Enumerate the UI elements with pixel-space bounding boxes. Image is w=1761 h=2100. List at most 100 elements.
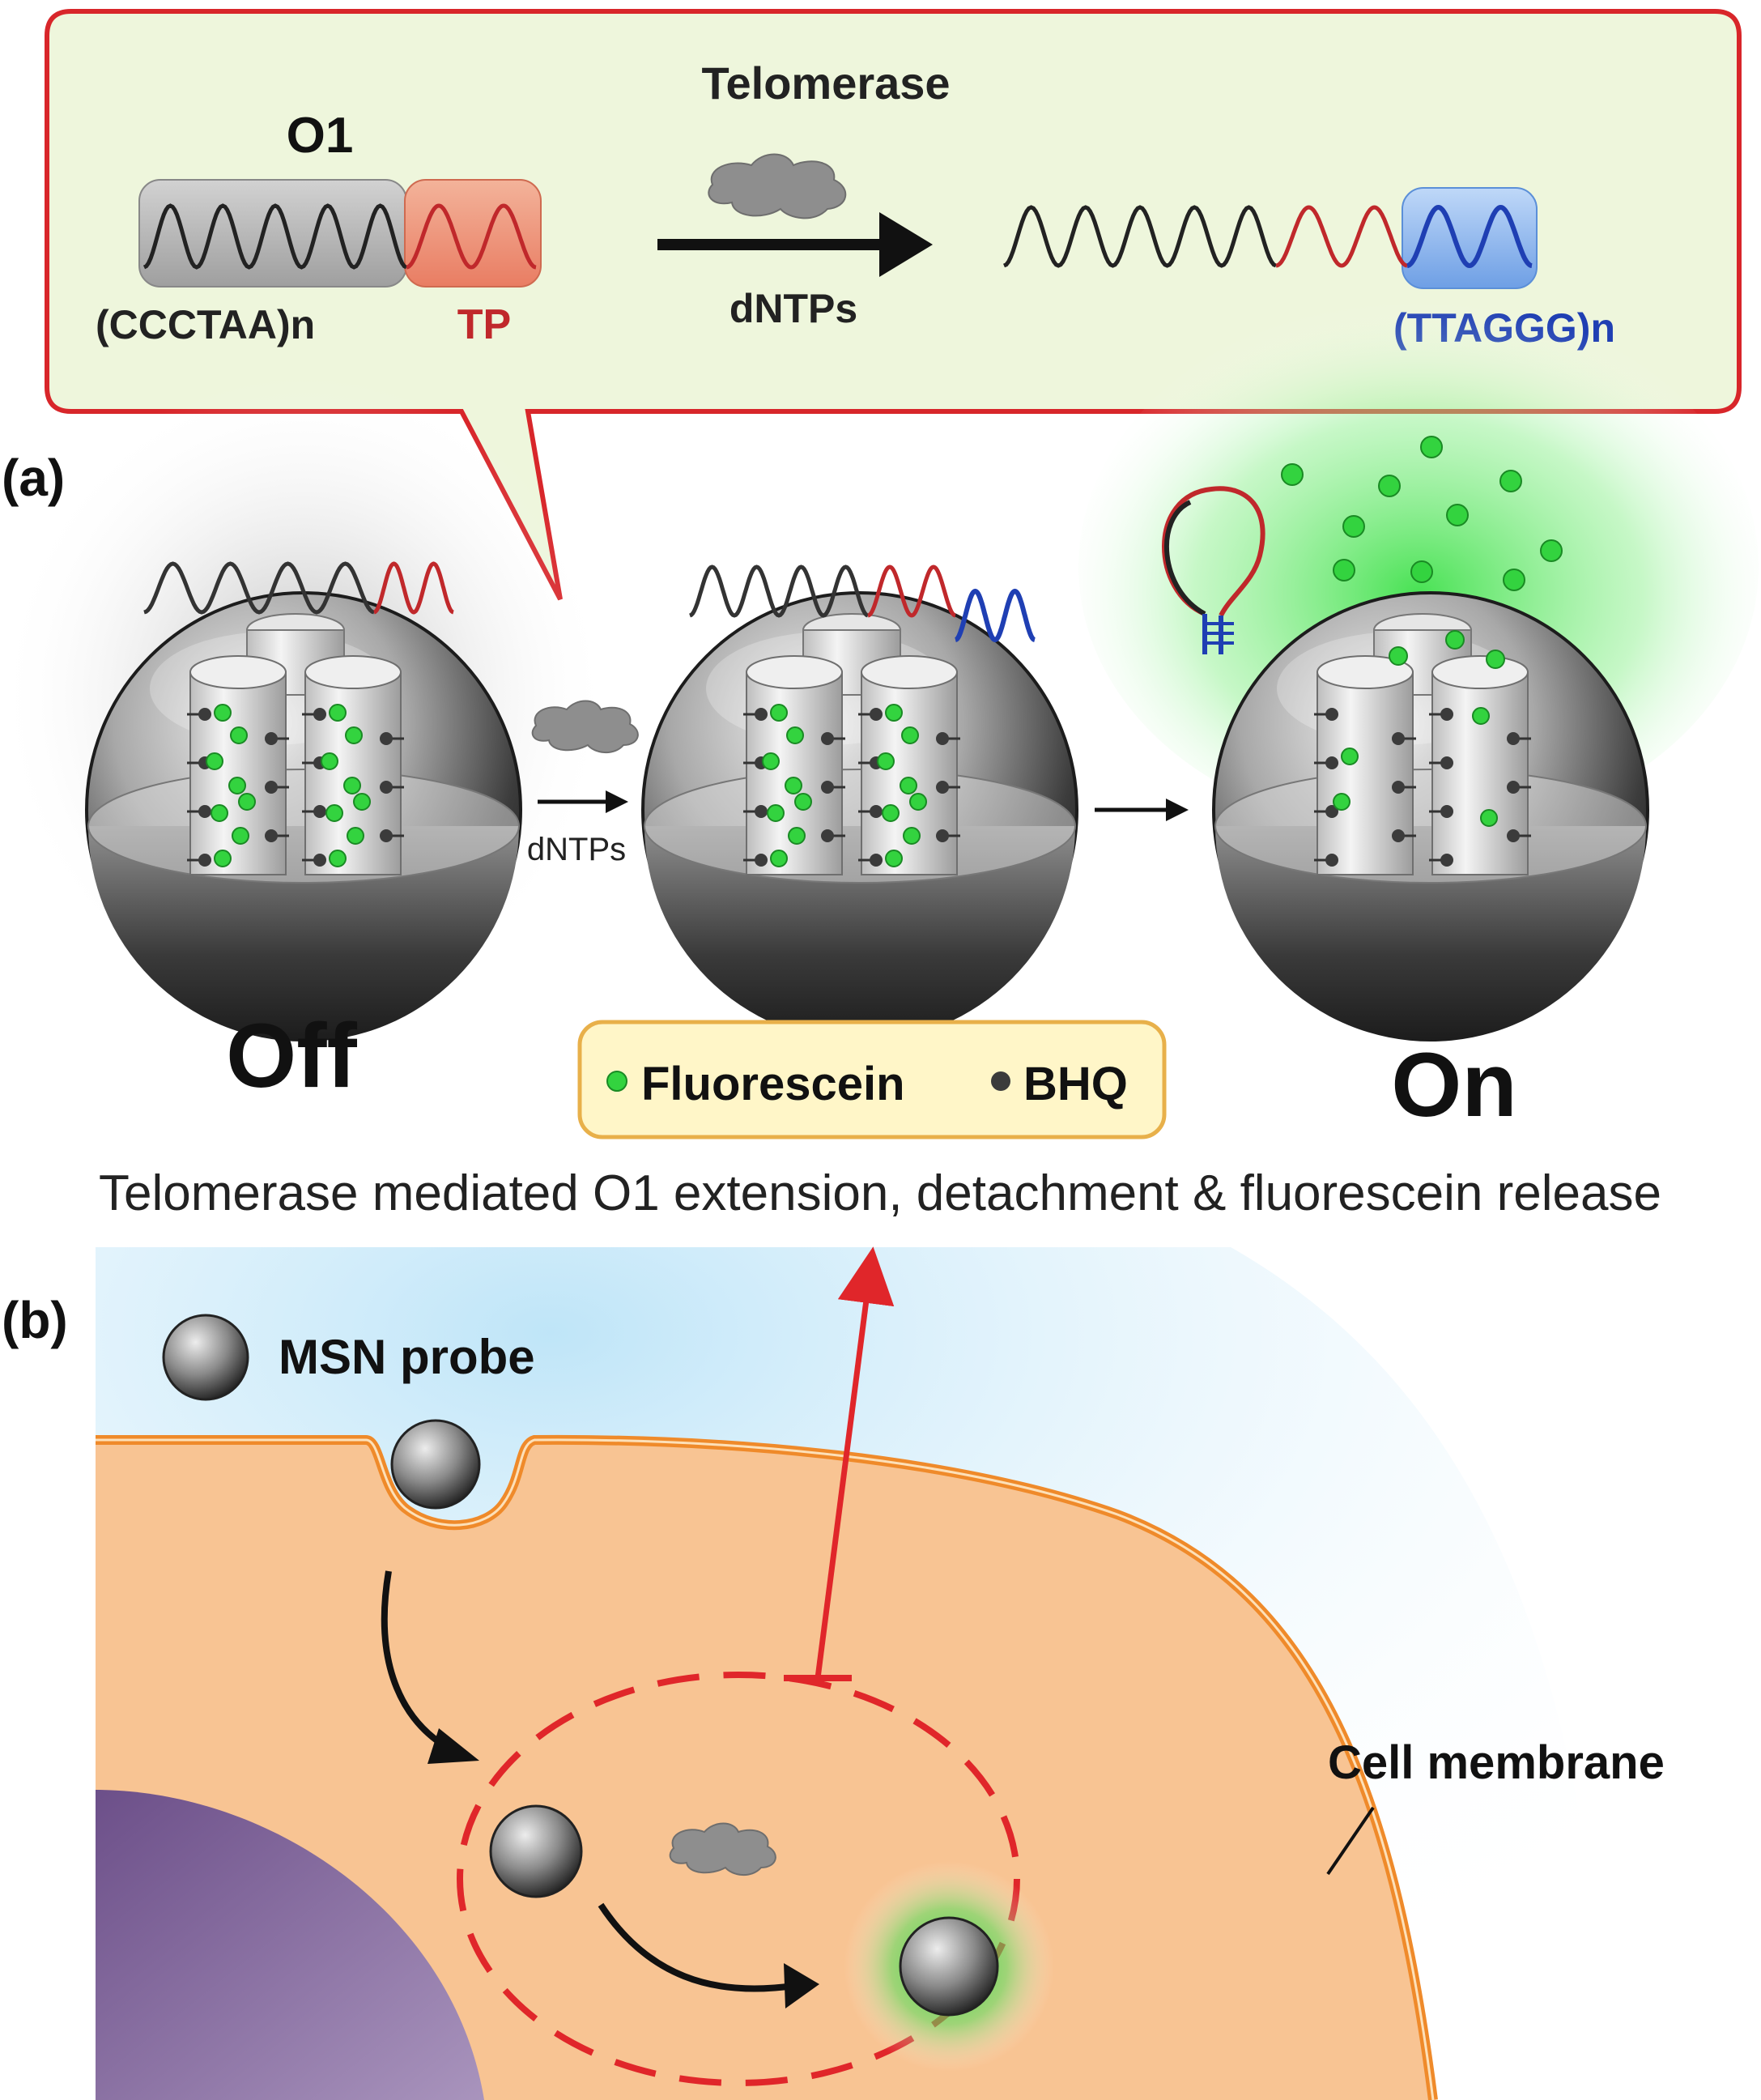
fluorescein-dot [788,827,806,845]
fluorescein-dot [1480,809,1498,827]
fluorescein-dot [1333,793,1351,811]
telomerase-icon [708,153,847,219]
sphere-lower-half [644,826,1075,1041]
product-red-strand [1275,205,1408,268]
reaction-callout: O1 (CCCTAA)n TP Telomerase dNTPs (TTAGGG… [45,9,1742,601]
bhq-dot [1392,732,1405,745]
o1-label: O1 [287,108,354,164]
bhq-dot [380,829,393,842]
fluorescein-dot [770,850,788,867]
telomerase-label: Telomerase [701,58,950,109]
legend-fluorescein-label: Fluorescein [641,1058,905,1110]
sphere-cross-section [1214,769,1647,884]
sphere-mid-blue-strand [955,588,1036,643]
bhq-dot [1440,756,1453,769]
bhq-dot [313,805,326,818]
state-off-label: Off [226,1005,357,1106]
fluorescein-dot [228,777,246,794]
pore-opening [1316,655,1414,689]
pore-opening [189,655,287,689]
endosome [457,1672,1020,2086]
telomerase-icon-small [531,700,639,753]
bhq-dot [1392,781,1405,794]
bhq-dot [821,732,834,745]
sphere-off-red-strand [373,561,454,615]
msn-probe-label: MSN probe [279,1330,535,1384]
fluorescein-dot [785,777,802,794]
bhq-dot [265,781,278,794]
pore-opening [861,655,958,689]
sphere-mid-red-strand [867,564,956,618]
membrane-highlight [96,1438,1435,2100]
fluorescein-dot [230,726,248,744]
fluorescein-dot [329,704,347,722]
released-fluorescein [1281,436,1563,591]
dntps-label-top: dNTPs [729,286,857,331]
sphere-lower-half [1215,826,1646,1041]
fluorescein-dot [1472,707,1490,725]
msn-probe-outside [162,1314,249,1401]
product-blue-strand [1406,204,1533,269]
product-black-strand [1003,205,1277,268]
fluorescein-dot [329,850,347,867]
fluorescein-dot [325,804,343,822]
cell-membrane-label: Cell membrane [1328,1736,1665,1789]
fluorescein-dot [343,777,361,794]
sphere-mid-black-strand [689,564,869,618]
fluorescein-dot [321,752,338,770]
fluorescein-dot [877,752,895,770]
ttaggg-box [1402,187,1538,289]
legend-bhq-label: BHQ [1023,1058,1128,1110]
fluorescein-dot [885,704,903,722]
bhq-dot [821,829,834,842]
bhq-dot [1507,732,1520,745]
o1-red-strand [406,203,537,270]
bhq-dot [755,805,768,818]
msn-sphere-on [1212,591,1649,1041]
reaction-arrow-head [879,212,933,277]
bhq-dot [1440,805,1453,818]
bhq-dot [1392,829,1405,842]
fluorescein-dot [909,793,927,811]
pores-on [1314,613,1531,875]
released-hairpin [1162,486,1265,654]
bhq-dot [1325,805,1338,818]
bhq-dot [755,854,768,867]
fluorescein-dot [345,726,363,744]
state-on-label: On [1391,1034,1517,1135]
tp-label: TP [457,301,511,348]
msn-probe-in-endosome [489,1804,583,1898]
fluorescein-dot [903,827,921,845]
fluorescein-dot [767,804,785,822]
dntps-label-a: dNTPs [527,832,626,867]
bhq-dot [936,732,949,745]
bhq-dot [755,708,768,721]
panel-a-caption: Telomerase mediated O1 extension, detach… [99,1165,1661,1221]
activation-arrow [598,1902,794,1992]
fluorescein-dot [786,726,804,744]
msn-sphere-off [85,591,522,1041]
bhq-dot [380,781,393,794]
bhq-dot [1325,854,1338,867]
bhq-dot [1325,708,1338,721]
telomerase-icon-cell [669,1822,776,1876]
fluorescein-dot [214,850,232,867]
fluorescein-dot [1445,630,1465,650]
msn-probe-entering [390,1419,481,1510]
pore-cylinder [1316,671,1414,875]
bhq-dot [1507,781,1520,794]
bhq-dot [1440,854,1453,867]
legend-bhq-dot [991,1071,1010,1091]
fluorescein-dot [885,850,903,867]
ccctaa-label: (CCCTAA)n [96,302,315,347]
activation-arrow-head [784,1963,819,2008]
msn-probe-active [899,1916,999,2017]
bhq-dot [936,781,949,794]
bhq-dot [1325,756,1338,769]
fluorescein-dot [238,793,256,811]
bhq-dot [380,732,393,745]
bhq-dot [870,805,883,818]
fluorescein-dot [882,804,900,822]
fluorescein-dot [900,777,917,794]
